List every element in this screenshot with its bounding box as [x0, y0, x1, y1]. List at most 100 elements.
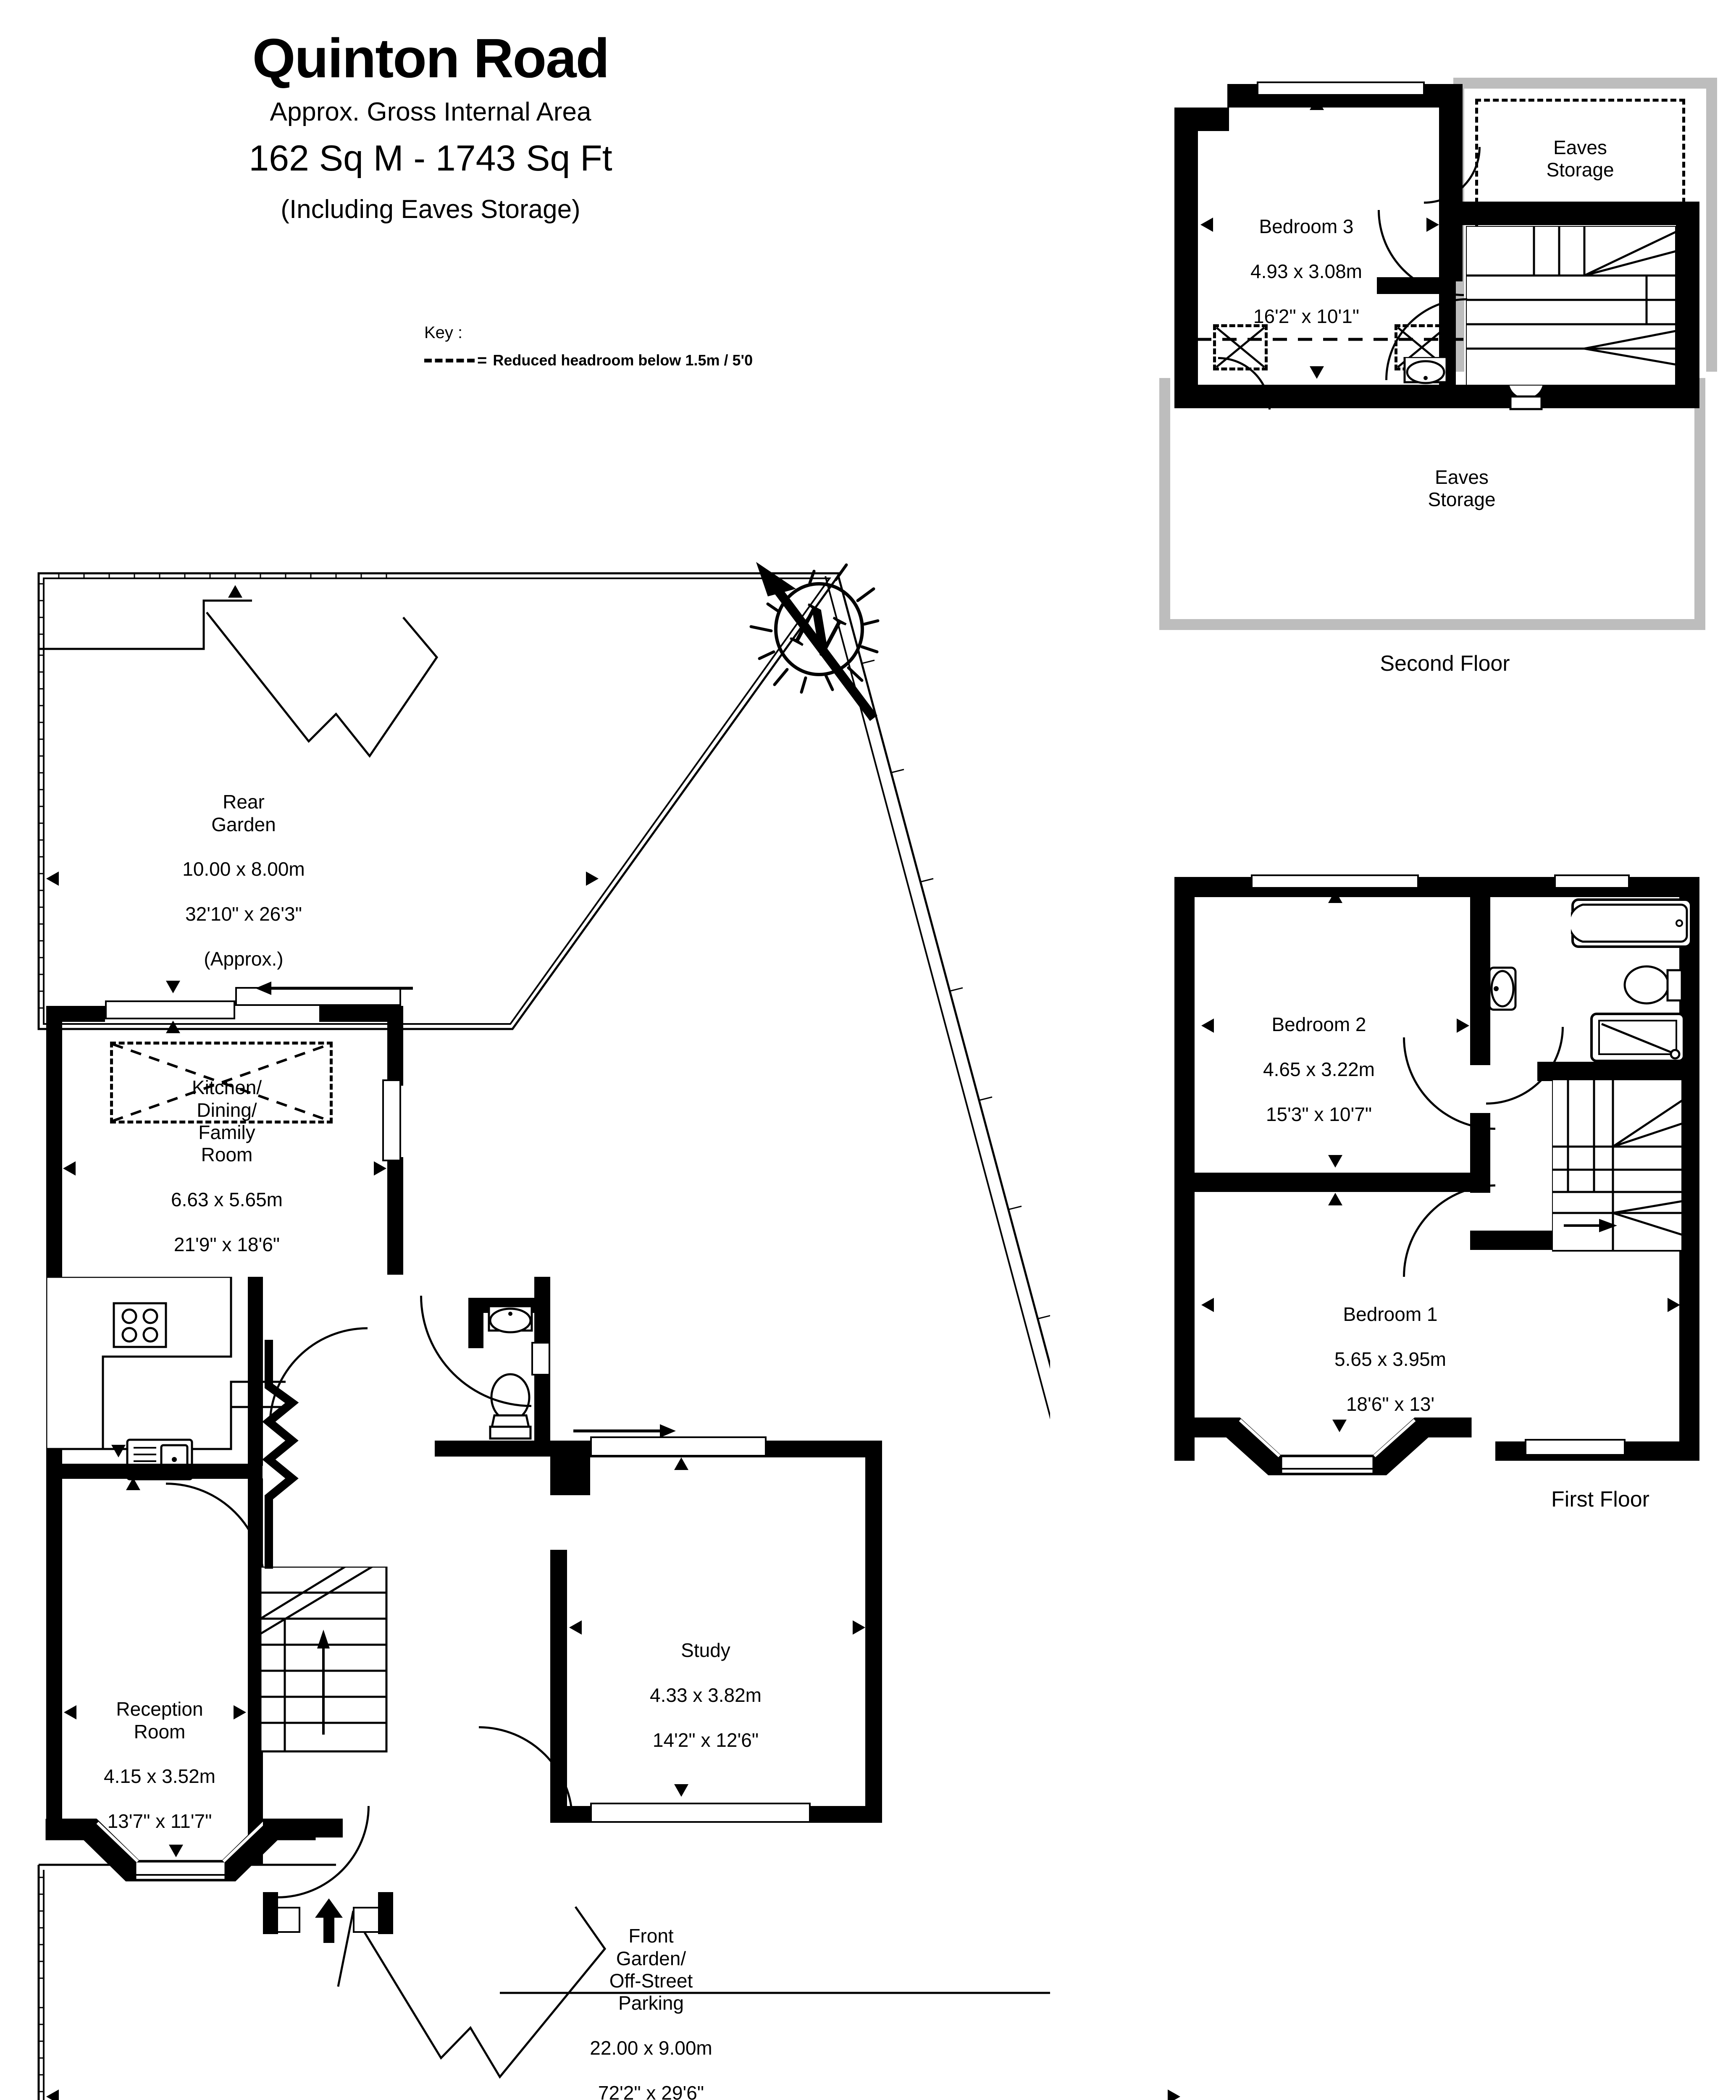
- sliding-door-arrow-kitchen: [255, 981, 415, 998]
- eaves-top-wall-top: [1453, 78, 1717, 89]
- dimension-arrow-rear-garden-right: [586, 872, 599, 886]
- dimension-arrow-kitchen-bottom: [111, 1445, 126, 1457]
- dimension-arrow-front-garden-right: [1168, 2090, 1180, 2100]
- window-wc-side: [531, 1342, 550, 1376]
- shower-tray-icon-first: [1590, 1013, 1685, 1062]
- second-floor-plan: Eaves Storage Eaves Storage Bedroom 3 4.…: [1134, 25, 1731, 781]
- eaves-bottom-wall-left: [1159, 378, 1170, 630]
- eaves-bottom-wall-bottom: [1159, 619, 1705, 630]
- dimension-arrow-b3-top: [1310, 97, 1324, 110]
- key-row: = Reduced headroom below 1.5m / 5'0: [424, 352, 802, 369]
- dimension-arrow-kitchen-top: [166, 1021, 180, 1033]
- dimension-arrow-study-top: [674, 1457, 688, 1470]
- study-metric: 4.33 x 3.82m: [650, 1684, 762, 1706]
- room-label-rear-garden: Rear Garden 10.00 x 8.00m 32'10" x 26'3"…: [122, 769, 365, 993]
- dimension-arrow-b2-bottom: [1328, 1155, 1342, 1168]
- bedroom3-imperial: 16'2" x 10'1": [1253, 305, 1360, 327]
- window-bedroom1-right: [1525, 1439, 1626, 1456]
- wall-kitchen-right-upper: [387, 1006, 403, 1086]
- dashed-line-swatch: [424, 358, 475, 362]
- dimension-arrow-kitchen-left: [63, 1161, 76, 1176]
- hob-icon: [113, 1302, 167, 1348]
- rear-garden-name: Rear Garden: [211, 791, 276, 835]
- window-study-bottom: [590, 1803, 811, 1823]
- study-imperial: 14'2" x 12'6": [652, 1729, 759, 1751]
- door-swing-bedroom2: [1403, 1037, 1495, 1130]
- window-bathroom-top: [1554, 874, 1630, 889]
- floor-label-first: First Floor: [1551, 1487, 1649, 1512]
- door-swing-bathroom-second: [1385, 298, 1467, 380]
- key-label: Key :: [424, 323, 463, 342]
- dimension-arrow-study-bottom: [674, 1784, 688, 1797]
- dimension-arrow-b2-top: [1328, 890, 1342, 903]
- rear-garden-approx: (Approx.): [204, 948, 284, 970]
- floor-label-second: Second Floor: [1380, 651, 1510, 676]
- header-block: Quinton Road Approx. Gross Internal Area…: [0, 29, 861, 224]
- dimension-arrow-rear-garden-top: [228, 585, 242, 598]
- eaves-top-wall-right: [1706, 78, 1717, 372]
- kitchen-name: Kitchen/ Dining/ Family Room: [192, 1076, 262, 1166]
- dimension-arrow-b1-left: [1201, 1298, 1214, 1312]
- bedroom1-imperial: 18'6" x 13': [1346, 1393, 1435, 1415]
- room-label-bedroom3: Bedroom 3 4.93 x 3.08m 16'2" x 10'1": [1218, 193, 1395, 350]
- dimension-arrow-rear-garden-left: [46, 872, 59, 886]
- room-label-eaves-bottom: Eaves Storage: [1428, 466, 1496, 511]
- dimension-arrow-b2-right: [1457, 1018, 1469, 1033]
- key-description: Reduced headroom below 1.5m / 5'0: [493, 352, 753, 369]
- wall-study-right: [865, 1441, 882, 1823]
- dimension-arrow-b3-bottom: [1310, 366, 1324, 379]
- bedroom3-name: Bedroom 3: [1259, 215, 1354, 238]
- sliding-arrow-study-top: [573, 1424, 676, 1440]
- dimension-arrow-b2-left: [1201, 1018, 1214, 1033]
- wall-kitchen-right-lower: [387, 1157, 403, 1275]
- wall-hall-left: [248, 1277, 263, 1466]
- wall-b3-left-step: [1174, 108, 1229, 131]
- dimension-arrow-b1-bottom: [1332, 1420, 1347, 1432]
- area-subtitle: Approx. Gross Internal Area: [270, 97, 591, 126]
- bedroom2-imperial: 15'3" x 10'7": [1266, 1103, 1372, 1125]
- room-label-kitchen: Kitchen/ Dining/ Family Room 6.63 x 5.65…: [139, 1054, 315, 1278]
- bedroom1-name: Bedroom 1: [1343, 1303, 1438, 1326]
- dimension-arrow-study-left: [569, 1620, 582, 1635]
- wall-b2-bottom: [1195, 1173, 1490, 1192]
- room-label-eaves-top: Eaves Storage: [1546, 136, 1614, 181]
- wall-ff-left: [1174, 877, 1195, 1461]
- reduced-headroom-kitchen: [110, 1042, 333, 1124]
- staircase-ground: [260, 1567, 388, 1753]
- room-label-bedroom1: Bedroom 1 5.65 x 3.95m 18'6" x 13': [1302, 1281, 1479, 1438]
- wall-b3-bath-right: [1676, 202, 1699, 408]
- dimension-arrow-b3-left: [1200, 218, 1213, 232]
- compass-north-icon: N: [697, 542, 890, 735]
- entry-arrow-icon: [315, 1898, 343, 1943]
- dimension-arrow-study-right: [853, 1620, 865, 1635]
- rear-garden-metric: 10.00 x 8.00m: [182, 858, 305, 880]
- reception-metric: 4.15 x 3.52m: [104, 1765, 215, 1788]
- front-garden-metric: 22.00 x 9.00m: [590, 2037, 712, 2059]
- key-equals: =: [477, 351, 487, 370]
- dimension-arrow-reception-top: [126, 1478, 140, 1490]
- window-study-top: [590, 1436, 767, 1457]
- dimension-arrow-reception-bottom: [169, 1845, 183, 1857]
- door-swing-eaves-top: [1424, 147, 1481, 204]
- bedroom2-name: Bedroom 2: [1271, 1013, 1366, 1036]
- wall-bath-bottom: [1537, 1062, 1680, 1081]
- wall-porch-left: [263, 1892, 278, 1934]
- room-label-reception: Reception Room 4.15 x 3.52m 13'7" x 11'7…: [76, 1676, 244, 1855]
- area-value: 162 Sq M - 1743 Sq Ft: [249, 138, 612, 178]
- bedroom2-metric: 4.65 x 3.22m: [1263, 1058, 1375, 1081]
- page-title: Quinton Road: [252, 27, 610, 89]
- front-garden-name: Front Garden/ Off-Street Parking: [609, 1925, 693, 2014]
- study-name: Study: [681, 1639, 730, 1662]
- dimension-arrow-kitchen-right: [374, 1161, 386, 1176]
- staircase-second: [1466, 226, 1676, 386]
- dimension-arrow-b1-right: [1668, 1298, 1680, 1312]
- dimension-arrow-kitchen-rear: [166, 981, 180, 993]
- bathtub-icon-first: [1571, 898, 1692, 948]
- window-kitchen-right: [382, 1079, 401, 1161]
- staircase-first: [1552, 1079, 1682, 1252]
- hall-partition-zigzag: [262, 1340, 299, 1569]
- toilet-icon-first: [1623, 965, 1683, 1005]
- area-note: (Including Eaves Storage): [281, 194, 580, 224]
- basin-icon-first: [1488, 966, 1517, 1011]
- bay-window-bedroom1: [1191, 1418, 1472, 1475]
